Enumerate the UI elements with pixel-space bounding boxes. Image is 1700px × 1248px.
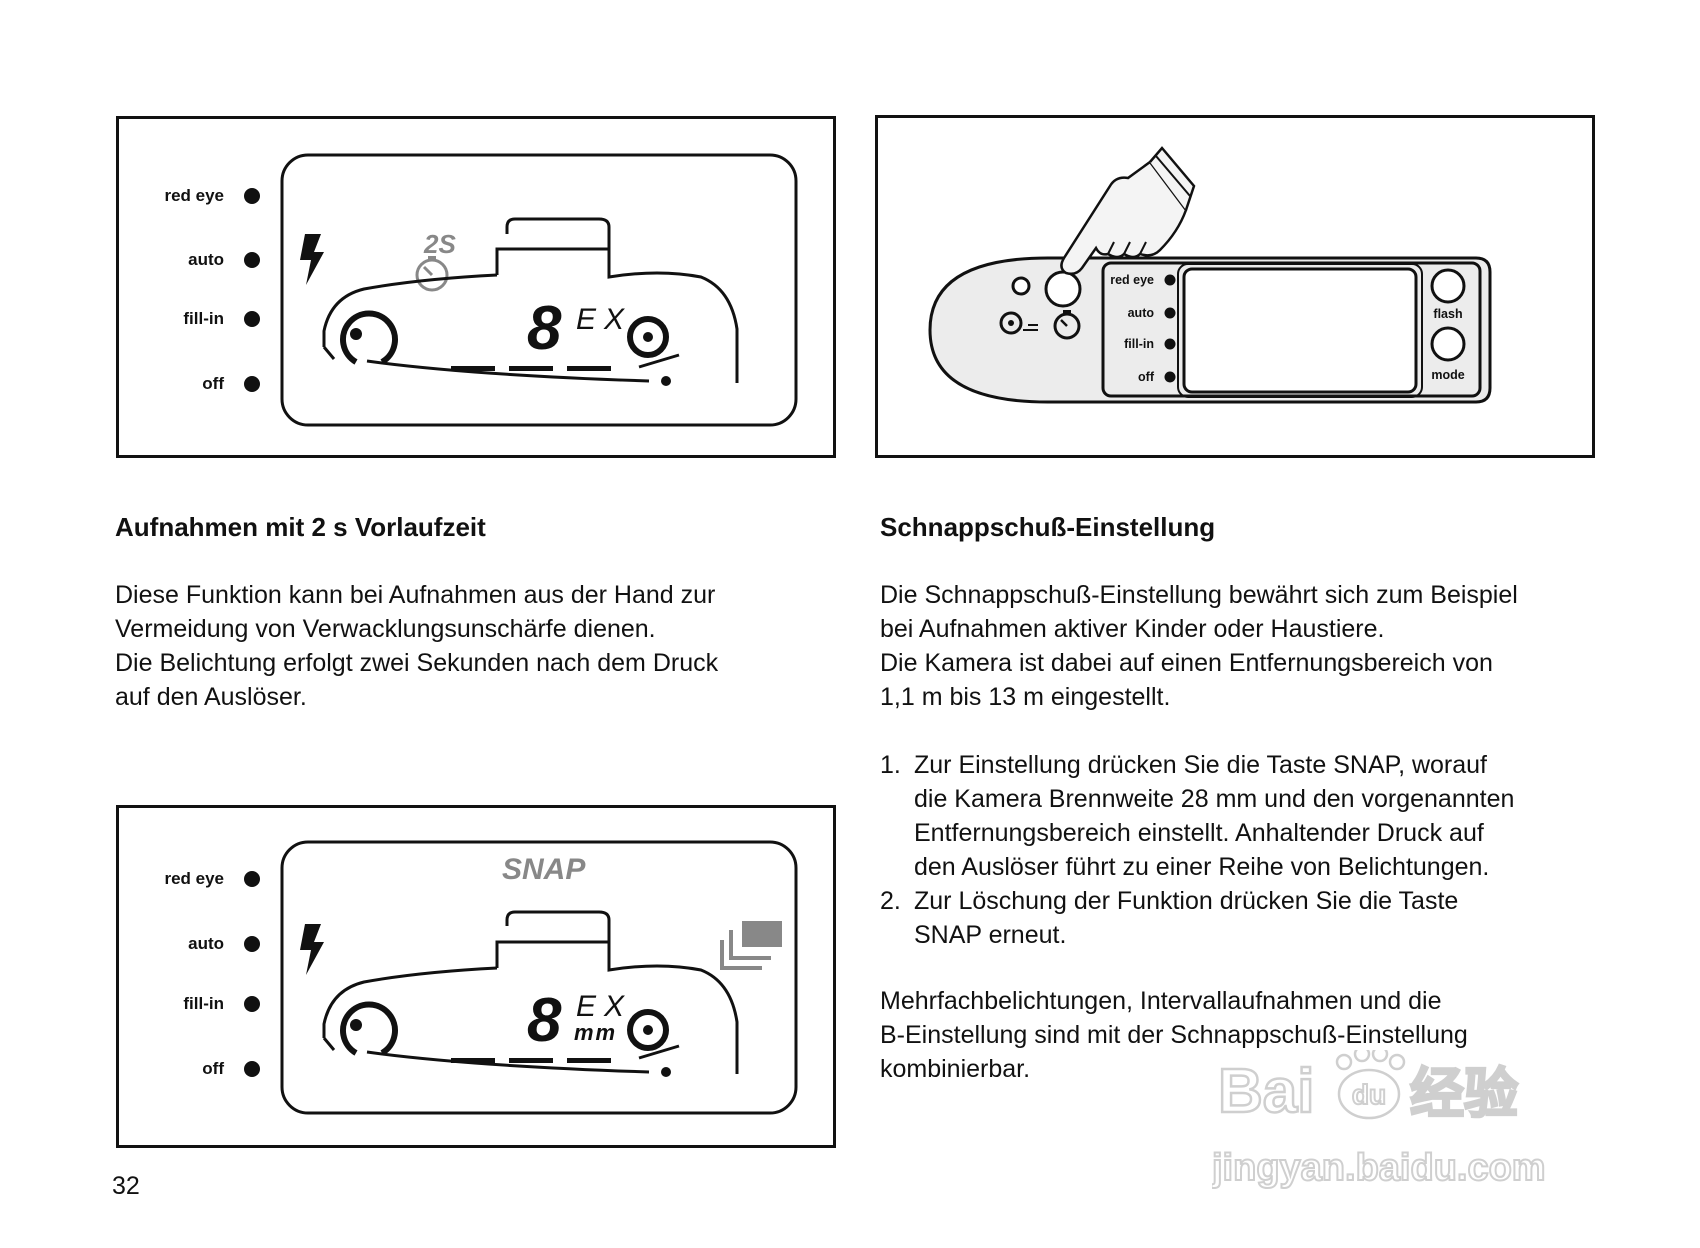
body-line: Die Schnappschuß-Einstellung bewährt sic… [880,581,1518,609]
label-auto: auto [188,934,224,953]
label-red-eye: red eye [164,869,224,888]
watermark-brand-du: du [1352,1079,1386,1110]
body-line: Die Belichtung erfolgt zwei Sekunden nac… [115,649,719,677]
film-spool-left-icon [340,310,398,365]
watermark-brand-cn: 经验 [1410,1062,1518,1125]
camera-back-figure: red eye auto fill-in off flash mode [875,115,1595,458]
list-item: 2. Zur Löschung der Funktion drücken Sie… [880,884,1610,952]
panel-dot-fill-in [1164,338,1176,350]
section-intro-snap: Die Schnappschuß-Einstellung bewährt sic… [880,578,1620,714]
self-timer-icon [415,256,449,292]
snap-steps-list: 1. Zur Einstellung drücken Sie die Taste… [880,748,1610,952]
label-fill-in: fill-in [183,994,224,1013]
panel-label-fill-in: fill-in [1124,337,1154,351]
label-fill-in: fill-in [183,309,224,328]
baidu-jingyan-watermark: Bai du 经验 jingyan.baidu.com [1212,1050,1547,1190]
film-spool-left-icon [340,1001,398,1056]
film-counter-dashes [451,1058,611,1063]
list-item-line: SNAP erneut. [914,921,1067,949]
indicator-dot-off [244,1061,260,1077]
section-closing-snap: Mehrfachbelichtungen, Intervallaufnahmen… [880,984,1620,1086]
watermark-brand: Bai [1218,1057,1314,1126]
body-line: Vermeidung von Verwacklungsunschärfe die… [115,615,656,643]
self-timer-icon [1053,310,1081,340]
continuous-shooting-icon [720,921,782,970]
panel-dot-off [1164,371,1176,383]
list-item-number: 2. [880,887,901,915]
list-item: 1. Zur Einstellung drücken Sie die Taste… [880,748,1610,884]
lcd-bezel [1177,263,1423,398]
lcd-snap-figure: red eye auto fill-in off SNAP [116,805,836,1148]
pressing-finger-icon [1060,146,1196,276]
section-heading-snap: Schnappschuß-Einstellung [880,512,1216,542]
panel-dot-auto [1164,307,1176,319]
body-line: Die Kamera ist dabei auf einen Entfernun… [880,649,1493,677]
mode-button-label: mode [1431,368,1464,382]
body-line: Mehrfachbelichtungen, Intervallaufnahmen… [880,987,1442,1015]
flash-button[interactable] [1430,268,1466,304]
frame-unit-ex: EX [576,303,632,336]
indicator-dot-auto [244,252,260,268]
lcd-snap-diagram: red eye auto fill-in off SNAP [164,840,798,1115]
lcd-frame [280,153,798,427]
list-item-number: 1. [880,751,901,779]
film-spool-right-icon [627,1009,669,1051]
focal-unit-mm: mm [574,1020,617,1045]
label-red-eye: red eye [164,186,224,205]
self-timer-2s-text: 2S [423,229,456,259]
indicator-dot-auto [244,936,260,952]
indicator-lamp [1011,276,1031,296]
lcd-frame [280,840,798,1115]
body-line: 1,1 m bis 13 m eingestellt. [880,683,1171,711]
section-heading-2s: Aufnahmen mit 2 s Vorlaufzeit [115,512,486,542]
snap-indicator-text: SNAP [502,853,586,886]
flash-icon [300,234,324,285]
lcd-2s-diagram: red eye auto fill-in off 2S [164,153,798,427]
camera-outline [322,910,739,1077]
list-item-line: die Kamera Brennweite 28 mm und den vorg… [914,785,1515,813]
panel-label-red-eye: red eye [1110,273,1154,287]
mode-button[interactable] [1430,326,1466,362]
lcd-2s-figure: red eye auto fill-in off 2S [116,116,836,458]
label-off: off [202,1059,224,1078]
indicator-dot-fill-in [244,311,260,327]
snap-button[interactable] [1044,270,1082,308]
camera-outline [322,217,739,386]
list-item-line: Zur Löschung der Funktion drücken Sie di… [914,887,1459,915]
panel-label-off: off [1138,370,1155,384]
watermark-url: jingyan.baidu.com [1212,1147,1546,1189]
body-line: kombinierbar. [880,1055,1031,1083]
section-body-2s: Diese Funktion kann bei Aufnahmen aus de… [115,578,835,714]
frame-unit-ex: EX [576,990,632,1023]
body-line: B-Einstellung sind mit der Schnappschuß-… [880,1021,1468,1049]
frame-counter-digit: 8 [527,986,562,1055]
panel-dot-red-eye [1164,274,1176,286]
frame-counter-digit: 8 [527,294,562,363]
indicator-dot-fill-in [244,996,260,1012]
lcd-screen [1182,267,1418,394]
film-spool-right-icon [627,316,669,358]
list-item-line: Zur Einstellung drücken Sie die Taste SN… [914,751,1487,779]
body-line: auf den Auslöser. [115,683,307,711]
camera-back-diagram: red eye auto fill-in off flash mode [928,146,1492,404]
list-item-line: den Auslöser führt zu einer Reihe von Be… [914,853,1490,881]
film-counter-dashes [451,366,611,371]
body-line: bei Aufnahmen aktiver Kinder oder Hausti… [880,615,1385,643]
label-off: off [202,374,224,393]
indicator-dot-off [244,376,260,392]
flash-icon [300,924,324,975]
indicator-dot-red-eye [244,188,260,204]
paw-icon [1335,1050,1406,1120]
page-number: 32 [112,1172,140,1200]
panel-label-auto: auto [1128,306,1155,320]
flash-button-label: flash [1433,307,1462,321]
label-auto: auto [188,250,224,269]
indicator-dot-red-eye [244,871,260,887]
snap-mode-icon [999,311,1038,335]
list-item-line: Entfernungsbereich einstellt. Anhaltende… [914,819,1484,847]
body-line: Diese Funktion kann bei Aufnahmen aus de… [115,581,716,609]
